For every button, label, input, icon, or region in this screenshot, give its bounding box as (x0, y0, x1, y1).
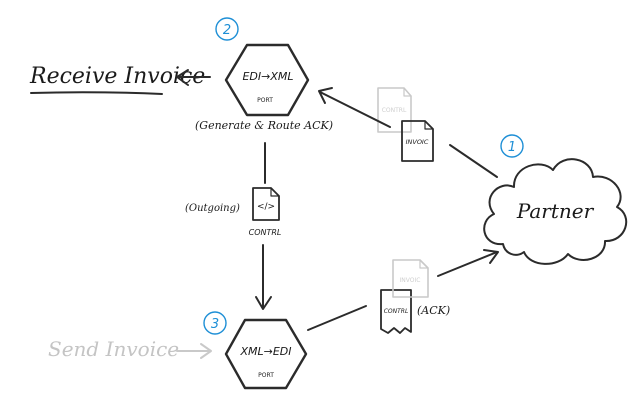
invoice-document: INVOIC (401, 120, 434, 162)
arrow-invoice-to-top-port (318, 87, 391, 128)
outgoing-document: </> (252, 187, 280, 221)
line-bottom-port-to-ack (307, 305, 367, 331)
arrow-send-to-bottom-port (176, 343, 212, 359)
svg-text:2: 2 (223, 23, 231, 38)
arrow-ack-to-partner (437, 249, 499, 277)
port-edi-to-xml: EDI→XML PORT (224, 43, 310, 117)
ghost-contrl-document: CONTRL (377, 87, 412, 133)
ghost-contrl-label: CONTRL (382, 107, 407, 114)
arrow-port-to-receive (176, 69, 211, 86)
ghost-invoice-document: INVOIC (392, 259, 429, 298)
port-top-label: EDI→XML (242, 70, 293, 83)
receive-invoice-underline (30, 91, 163, 95)
port-xml-to-edi: XML→EDI PORT (224, 318, 308, 390)
port-bottom-sublabel: PORT (258, 372, 274, 379)
svg-text:3: 3 (211, 317, 219, 332)
port-bottom-label: XML→EDI (239, 345, 291, 358)
partner-label: Partner (516, 199, 595, 223)
send-invoice-label: Send Invoice (48, 337, 179, 361)
ghost-invoice-label: INVOIC (400, 277, 421, 284)
line-partner-to-invoice (449, 144, 498, 178)
receive-invoice-label: Receive Invoice (29, 64, 205, 89)
port-top-note: (Generate & Route ACK) (195, 119, 333, 132)
ack-document: CONTRL (380, 289, 412, 334)
ack-note: (ACK) (417, 304, 450, 317)
arrow-outgoing-to-bottom-port (255, 244, 272, 310)
port-top-sublabel: PORT (257, 97, 273, 104)
invoice-doc-label: INVOIC (406, 138, 429, 146)
outgoing-doc-label: CONTRL (249, 228, 282, 237)
outgoing-note: (Outgoing) (185, 203, 240, 214)
step-badge-1: 1 (500, 134, 524, 158)
svg-text:1: 1 (508, 140, 516, 155)
ack-doc-label: CONTRL (384, 308, 409, 315)
step-badge-3: 3 (203, 311, 227, 335)
step-badge-2: 2 (215, 17, 239, 41)
code-icon: </> (257, 202, 275, 212)
partner-cloud: Partner (483, 158, 628, 265)
